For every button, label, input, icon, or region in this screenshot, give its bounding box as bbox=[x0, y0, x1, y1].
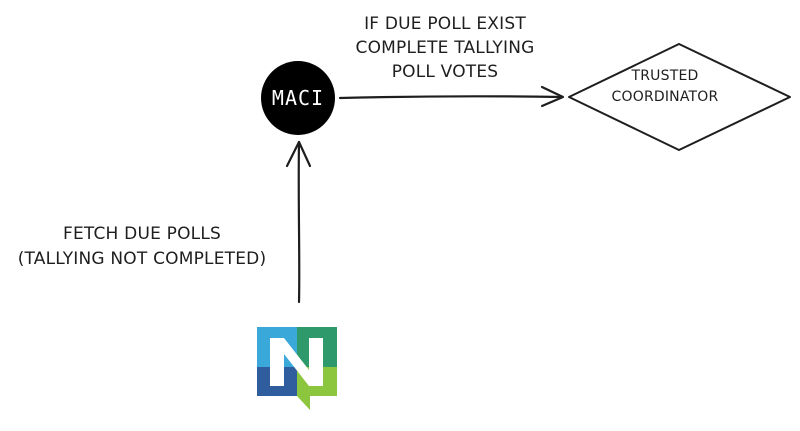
edge-maci-to-coordinator bbox=[338, 85, 565, 108]
edge-label-line: (TALLYING NOT COMPLETED) bbox=[17, 249, 267, 269]
logo-n-letter bbox=[270, 338, 323, 386]
edge-label-line: IF DUE POLL EXIST bbox=[364, 14, 526, 34]
trusted-coordinator-diamond bbox=[568, 43, 791, 151]
edge-maci-to-coordinator-line bbox=[338, 95, 564, 100]
edge-logo-to-maci bbox=[285, 140, 312, 304]
edge-label-logo-to-maci: FETCH DUE POLLS (TALLYING NOT COMPLETED) bbox=[0, 222, 284, 272]
node-label-line: COORDINATOR bbox=[611, 89, 719, 105]
maci-label: MACI bbox=[272, 86, 324, 110]
n-logo-icon bbox=[257, 327, 337, 410]
maci-circle bbox=[261, 61, 335, 135]
edge-label-maci-to-coordinator: IF DUE POLL EXIST COMPLETE TALLYING POLL… bbox=[325, 12, 565, 84]
edge-label-line: COMPLETE TALLYING bbox=[355, 38, 535, 58]
node-label-line: TRUSTED bbox=[631, 68, 699, 84]
edge-label-line: FETCH DUE POLLS bbox=[62, 224, 221, 244]
logo-tail bbox=[297, 396, 310, 410]
edge-maci-to-coordinator-arrowhead bbox=[540, 85, 565, 108]
edge-logo-to-maci-arrowhead bbox=[285, 140, 312, 168]
trusted-coordinator-label: TRUSTED COORDINATOR bbox=[585, 66, 745, 108]
edge-label-line: POLL VOTES bbox=[391, 62, 499, 82]
maci-node: MACI bbox=[261, 61, 335, 135]
edge-logo-to-maci-line bbox=[297, 140, 301, 304]
